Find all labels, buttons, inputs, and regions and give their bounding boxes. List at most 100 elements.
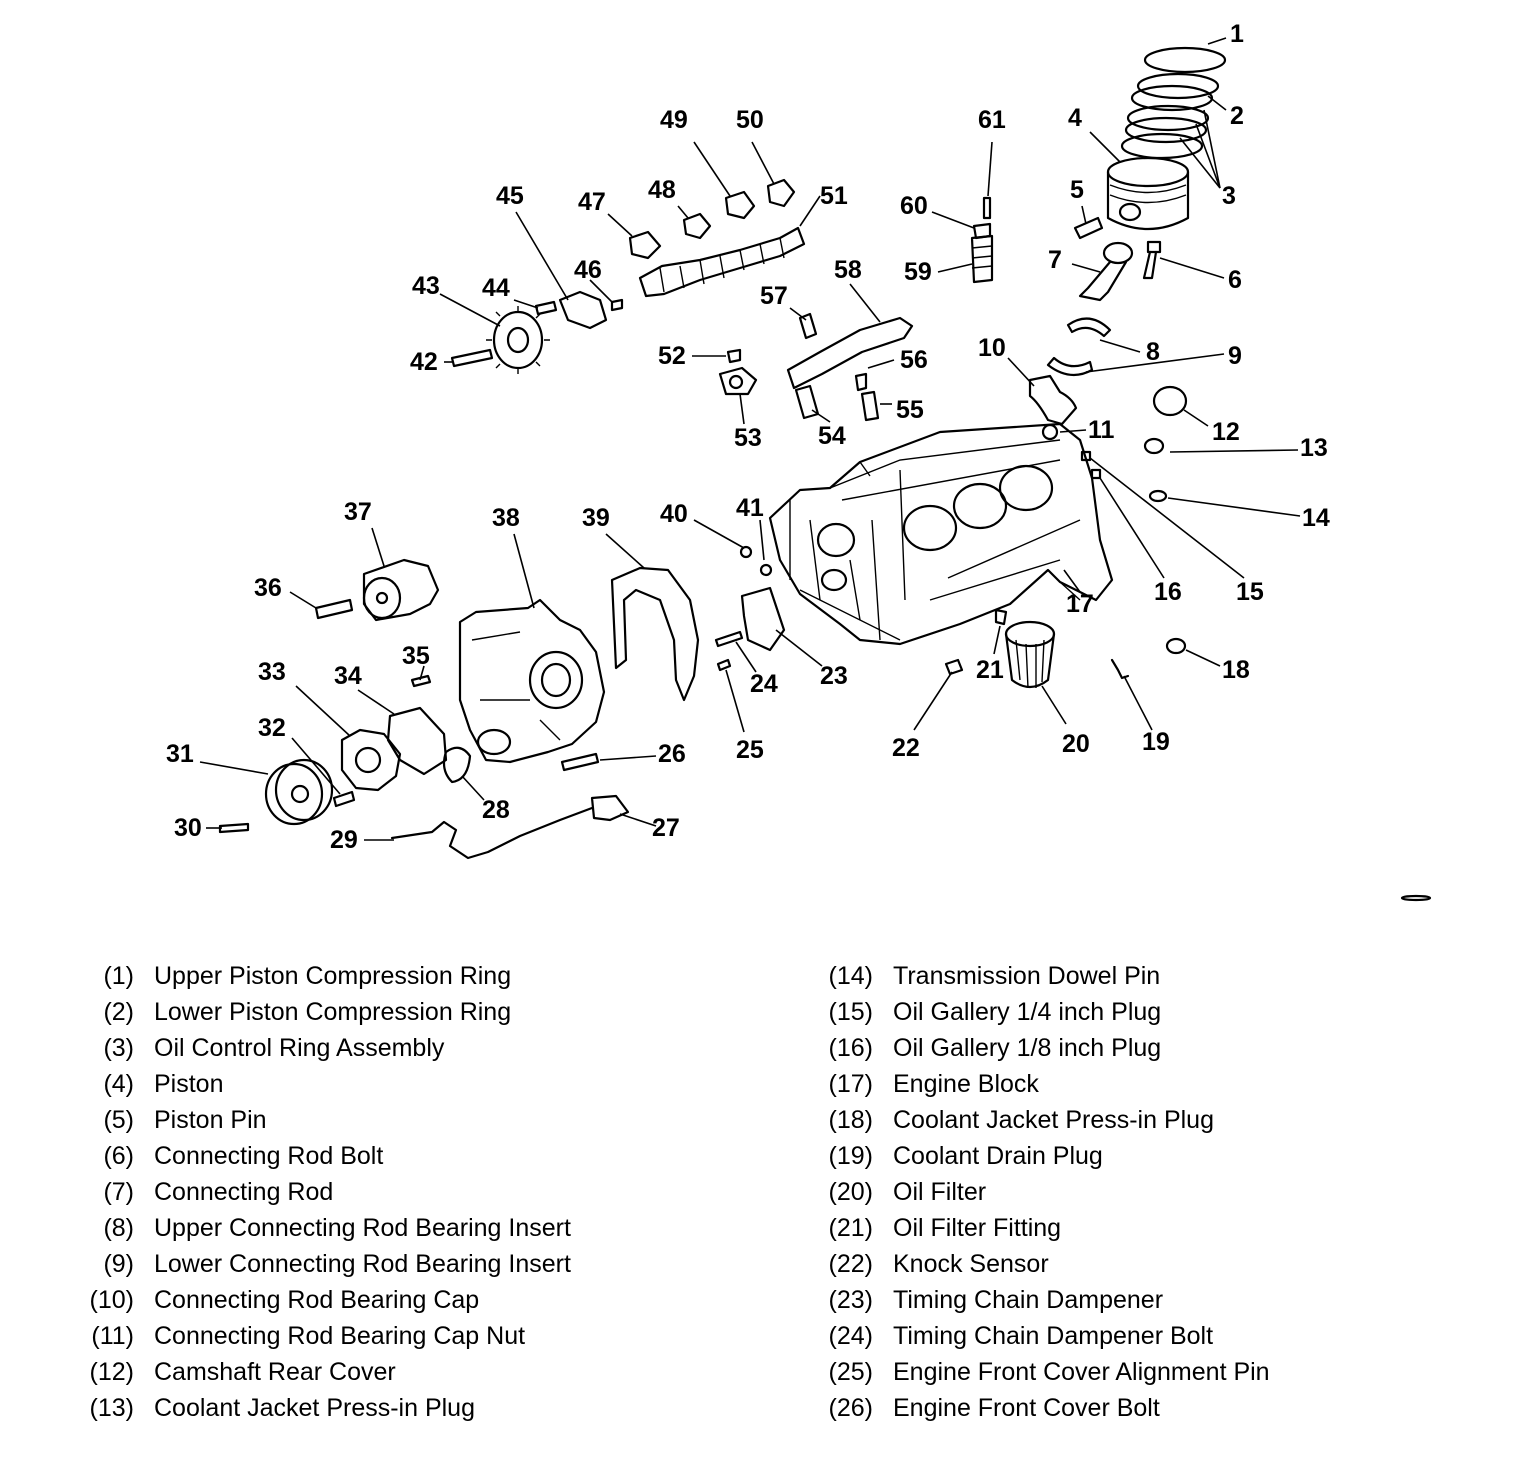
legend-part-name: Connecting Rod Bearing Cap	[154, 1286, 480, 1314]
legend-number: (4)	[103, 1070, 134, 1098]
callout-58: 58	[834, 256, 862, 284]
callout-39: 39	[582, 504, 610, 532]
callout-25: 25	[736, 736, 764, 764]
callout-40: 40	[660, 500, 688, 528]
callout-34: 34	[334, 662, 362, 690]
callout-4: 4	[1068, 104, 1082, 132]
legend-item: (5)Piston Pin	[76, 1102, 571, 1138]
legend-item: (6)Connecting Rod Bolt	[76, 1138, 571, 1174]
callout-27: 27	[652, 814, 680, 842]
bolt-52-illustration	[726, 348, 742, 364]
callout-32: 32	[258, 714, 286, 742]
legend-part-name: Upper Connecting Rod Bearing Insert	[154, 1214, 571, 1242]
callout-5: 5	[1070, 176, 1084, 204]
legend-item: (23)Timing Chain Dampener	[815, 1282, 1270, 1318]
legend-part-name: Transmission Dowel Pin	[893, 962, 1161, 990]
legend-number: (10)	[89, 1286, 134, 1314]
bearing-cap-nut-illustration	[1041, 423, 1059, 441]
legend-number: (19)	[828, 1142, 873, 1170]
crank-bolt-illustration	[218, 822, 250, 834]
legend-item: (2)Lower Piston Compression Ring	[76, 994, 571, 1030]
legend-item: (21)Oil Filter Fitting	[815, 1210, 1270, 1246]
legend-part-name: Connecting Rod Bolt	[154, 1142, 384, 1170]
legend-part-name: Timing Chain Dampener Bolt	[893, 1322, 1214, 1350]
legend-item: (3) Oil Control Ring Assembly	[76, 1030, 571, 1066]
legend-item: (11)Connecting Rod Bearing Cap Nut	[76, 1318, 571, 1354]
legend-number: (15)	[828, 998, 873, 1026]
callout-11: 11	[1088, 416, 1115, 444]
legend-number: (2)	[103, 998, 134, 1026]
callout-51: 51	[820, 182, 848, 210]
legend-part-name: Coolant Jacket Press-in Plug	[154, 1394, 475, 1422]
sprocket-bolt-illustration	[450, 348, 494, 368]
callout-12: 12	[1212, 418, 1240, 446]
callout-59: 59	[904, 258, 932, 286]
legend-number: (13)	[89, 1394, 134, 1422]
oil-tube-illustration	[786, 316, 914, 390]
press-in-plug-illustration	[1143, 437, 1165, 455]
legend-right-column: (14)Transmission Dowel Pin(15)Oil Galler…	[815, 958, 1270, 1426]
callout-43: 43	[412, 272, 440, 300]
engine-block-illustration	[768, 422, 1114, 646]
legend-number: (22)	[828, 1250, 873, 1278]
timing-cover-illustration	[610, 566, 700, 702]
dampener-illustration	[740, 586, 786, 652]
callout-31: 31	[166, 740, 194, 768]
callout-1: 1	[1230, 20, 1244, 48]
callout-52: 52	[658, 342, 686, 370]
legend-part-name: Oil Control Ring Assembly	[154, 1034, 445, 1062]
callout-23: 23	[820, 662, 848, 690]
callout-24: 24	[750, 670, 778, 698]
alignment-pin-illustration	[716, 658, 732, 672]
legend-item: (8)Upper Connecting Rod Bearing Insert	[76, 1210, 571, 1246]
callout-labels: 1 2 3 4 5 6 7 8 9 10 11 12 13 14 15 16 1…	[166, 20, 1330, 854]
legend-part-name: Oil Filter Fitting	[893, 1214, 1062, 1242]
legend-number: (18)	[828, 1106, 873, 1134]
callout-10: 10	[978, 334, 1006, 362]
callout-55: 55	[896, 396, 924, 424]
legend-item: (14)Transmission Dowel Pin	[815, 958, 1270, 994]
callout-61: 61	[978, 106, 1006, 134]
sensor-cable-illustration	[390, 794, 630, 860]
sensor-55-illustration	[860, 390, 880, 422]
piston-rings-illustration	[1120, 46, 1227, 160]
camshaft-rear-cover-illustration	[1152, 385, 1188, 417]
callout-49: 49	[660, 106, 688, 134]
pin-41-illustration	[759, 563, 773, 577]
callout-45: 45	[496, 182, 524, 210]
legend-part-name: Connecting Rod	[154, 1178, 334, 1206]
piston-illustration	[1106, 156, 1190, 231]
legend-part-name: Piston Pin	[154, 1106, 267, 1134]
legend-number: (16)	[828, 1034, 873, 1062]
legend-item: (15)Oil Gallery 1/4 inch Plug	[815, 994, 1270, 1030]
harmonic-balancer-illustration	[264, 758, 334, 826]
legend-number: (3)	[103, 1034, 134, 1062]
callout-19: 19	[1142, 728, 1170, 756]
legend-item: (13) Coolant Jacket Press-in Plug	[76, 1390, 571, 1426]
callout-44: 44	[482, 274, 510, 302]
callout-9: 9	[1228, 342, 1242, 370]
water-pump-gasket-illustration	[386, 706, 448, 776]
callout-28: 28	[482, 796, 510, 824]
leader-lines	[199, 37, 1301, 841]
housing-53-illustration	[718, 366, 758, 396]
legend-part-name: Engine Front Cover Alignment Pin	[893, 1358, 1270, 1386]
lower-bearing-insert-illustration	[1046, 356, 1094, 377]
seal-illustration	[442, 746, 472, 784]
connecting-rod-illustration	[1078, 241, 1134, 302]
legend-item: (10) Connecting Rod Bearing Cap	[76, 1282, 571, 1318]
callout-18: 18	[1222, 656, 1250, 684]
legend-part-name: Engine Block	[893, 1070, 1039, 1098]
legend-item: (24)Timing Chain Dampener Bolt	[815, 1318, 1270, 1354]
fitting-60-illustration	[972, 222, 992, 240]
legend-item: (26)Engine Front Cover Bolt	[815, 1390, 1270, 1426]
cover-pin-illustration	[410, 674, 432, 688]
legend-item: (9)Lower Connecting Rod Bearing Insert	[76, 1246, 570, 1282]
sensor-54-illustration	[794, 384, 820, 420]
callout-53: 53	[734, 424, 762, 452]
water-pump-illustration	[340, 728, 402, 792]
legend-part-name: Engine Front Cover Bolt	[893, 1394, 1160, 1422]
callout-15: 15	[1236, 578, 1264, 606]
legend-part-name: Coolant Drain Plug	[893, 1142, 1103, 1170]
cam-sprocket-illustration	[486, 306, 550, 374]
